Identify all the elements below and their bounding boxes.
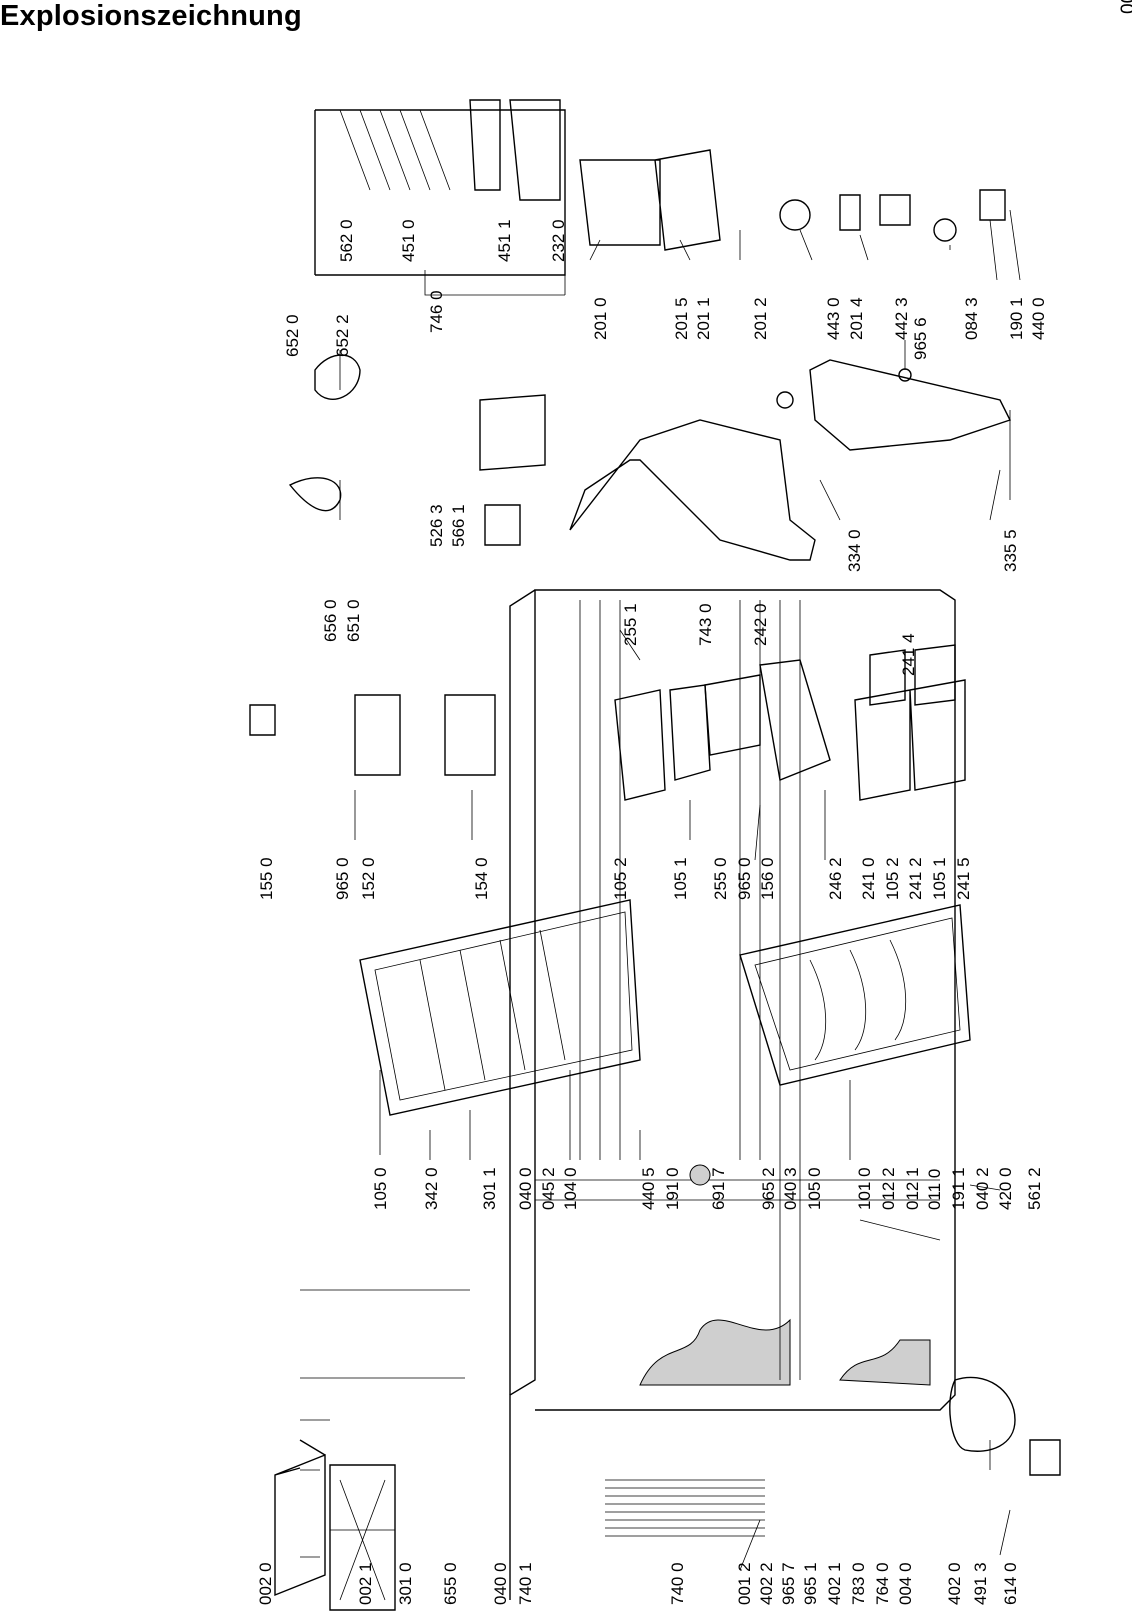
part-number-label: 190 1 <box>1007 297 1026 340</box>
part-number-label: 334 0 <box>845 529 864 572</box>
part-number-label: 965 2 <box>759 1167 778 1210</box>
evaporator-assembly <box>314 99 721 276</box>
part-number-label: 526 3 <box>427 504 446 547</box>
part-number-label: 201 4 <box>847 297 866 340</box>
part-number-label: 155 0 <box>257 857 276 900</box>
part-number-label: 084 3 <box>962 297 981 340</box>
part-number-label: 040 0 <box>516 1167 535 1210</box>
part-number-label: 440 5 <box>639 1167 658 1210</box>
part-number-label: 651 0 <box>344 599 363 642</box>
part-number-label: 402 1 <box>825 1562 844 1605</box>
part-number-label: 691 7 <box>709 1167 728 1210</box>
part-number-label: 614 0 <box>1001 1562 1020 1605</box>
vent-grille <box>689 1164 711 1186</box>
part-number-label: 156 0 <box>758 857 777 900</box>
shelves-and-drawers <box>354 644 966 801</box>
part-number-label: 241 0 <box>859 857 878 900</box>
cabinet-body <box>509 589 956 1600</box>
part-number-label: 201 5 <box>672 297 691 340</box>
part-number-label: 652 0 <box>283 314 302 357</box>
part-number-label: 402 2 <box>757 1562 776 1605</box>
part-number-label: 012 1 <box>903 1167 922 1210</box>
part-number-label: 566 1 <box>449 504 468 547</box>
part-number-label: 242 0 <box>751 603 770 646</box>
part-number-label: 451 0 <box>399 219 418 262</box>
part-number-label: 012 2 <box>879 1167 898 1210</box>
part-number-label: 965 7 <box>779 1562 798 1605</box>
part-number-label: 191 1 <box>949 1167 968 1210</box>
part-number-label: 105 1 <box>930 857 949 900</box>
part-number-label: 105 1 <box>671 857 690 900</box>
part-number-label: 232 0 <box>549 219 568 262</box>
part-number-label: 104 0 <box>561 1167 580 1210</box>
part-number-label: 040 0 <box>491 1562 510 1605</box>
part-number-label: 562 0 <box>337 219 356 262</box>
part-number-label: 491 3 <box>971 1562 990 1605</box>
part-number-label: 040 3 <box>781 1167 800 1210</box>
part-number-label: 246 2 <box>826 857 845 900</box>
part-number-label: 002 0 <box>256 1562 275 1605</box>
part-number-label: 011 0 <box>925 1168 944 1210</box>
part-number-label: 443 0 <box>824 297 843 340</box>
part-number-label: 740 0 <box>668 1562 687 1605</box>
part-number-label: 561 2 <box>1025 1167 1044 1210</box>
part-number-label: 746 0 <box>427 290 446 333</box>
part-number-label: 201 1 <box>694 297 713 340</box>
part-number-label: 783 0 <box>849 1562 868 1605</box>
part-number-label: 105 0 <box>805 1167 824 1210</box>
part-number-label: 420 0 <box>996 1167 1015 1210</box>
part-number-label: 241 2 <box>906 857 925 900</box>
part-number-label: 241 4 <box>899 633 918 676</box>
part-number-label: 152 0 <box>359 857 378 900</box>
part-number-label: 301 0 <box>396 1562 415 1605</box>
part-number-label: 965 6 <box>911 317 930 360</box>
part-number-label: 335 5 <box>1001 529 1020 572</box>
part-number-label: 655 0 <box>441 1562 460 1605</box>
part-number-label: 652 2 <box>333 314 352 357</box>
compressor <box>949 1376 1061 1476</box>
part-number-label: 764 0 <box>873 1562 892 1605</box>
part-number-label: 045 2 <box>539 1167 558 1210</box>
leader-lines <box>300 209 1021 1571</box>
part-number-label: 342 0 <box>422 1167 441 1210</box>
part-number-label: 442 3 <box>892 297 911 340</box>
part-number-label: 001 2 <box>735 1562 754 1605</box>
part-number-label: 040 2 <box>973 1167 992 1210</box>
part-number-label: 743 0 <box>696 603 715 646</box>
part-number-label: 402 0 <box>945 1562 964 1605</box>
part-number-label: 301 1 <box>480 1167 499 1210</box>
page-title: Explosionszeichnung <box>0 0 302 32</box>
part-number-label: 255 1 <box>621 603 640 646</box>
part-number-label: 255 0 <box>711 857 730 900</box>
condenser-coil <box>605 1479 765 1537</box>
part-number-label: 965 0 <box>333 857 352 900</box>
top-cover <box>274 1439 396 1611</box>
freezer-door <box>359 899 641 1116</box>
part-number-label: 201 2 <box>751 297 770 340</box>
part-number-label: 965 1 <box>801 1562 820 1605</box>
part-number-label: 105 0 <box>371 1167 390 1210</box>
control-housing <box>479 359 1011 561</box>
part-number-label: 440 0 <box>1029 297 1048 340</box>
part-number-label: 451 1 <box>495 219 514 262</box>
part-number-label: 965 0 <box>735 857 754 900</box>
part-number-label: 191 0 <box>663 1167 682 1210</box>
part-number-label: 101 0 <box>855 1167 874 1210</box>
small-components <box>249 189 1006 736</box>
part-number-label: 004 0 <box>896 1562 915 1605</box>
part-number-label: 105 2 <box>611 857 630 900</box>
fridge-door <box>739 904 971 1086</box>
part-number-label: 105 2 <box>883 857 902 900</box>
part-number-label: 656 0 <box>321 599 340 642</box>
part-number-label: 154 0 <box>472 857 491 900</box>
part-number-label: 201 0 <box>591 297 610 340</box>
part-number-label: 740 1 <box>516 1562 535 1605</box>
part-number-label: 002 1 <box>356 1562 375 1605</box>
part-number-label: 241 5 <box>954 857 973 900</box>
